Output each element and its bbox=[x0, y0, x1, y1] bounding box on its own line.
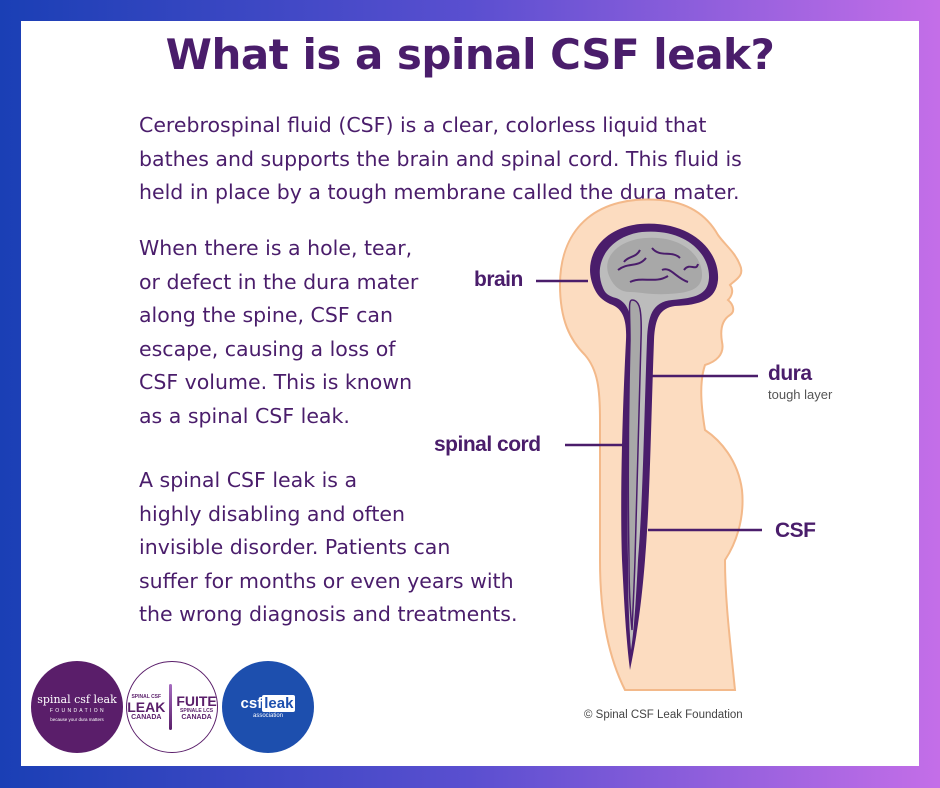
canada-logo-fr-small: SPINALE LCS bbox=[180, 707, 214, 714]
canada-logo-fr-big: FUITE bbox=[176, 692, 217, 709]
csf-label: CSF bbox=[775, 519, 816, 542]
spinal-csf-leak-foundation-logo: spinal csf leak F O U N D A T I O N beca… bbox=[31, 661, 123, 753]
definition-line: as a spinal CSF leak. bbox=[139, 403, 350, 428]
body-silhouette bbox=[558, 198, 744, 691]
canada-logo-en-small: SPINAL CSF bbox=[131, 693, 162, 700]
content-card bbox=[21, 21, 919, 766]
spinal-csf-leak-canada-logo: SPINAL CSF LEAK CANADA FUITE SPINALE LCS… bbox=[126, 661, 218, 753]
spine-divider-icon bbox=[169, 684, 173, 730]
spinal-cord bbox=[627, 299, 642, 631]
intro-line: Cerebrospinal fluid (CSF) is a clear, co… bbox=[139, 113, 707, 137]
definition-paragraph: When there is a hole, tear, or defect in… bbox=[139, 232, 439, 433]
definition-line: escape, causing a loss of bbox=[139, 336, 396, 361]
impact-line: A spinal CSF leak is a bbox=[139, 468, 358, 492]
dura-sublabel: tough layer bbox=[768, 387, 833, 402]
definition-line: or defect in the dura mater bbox=[139, 269, 419, 294]
definition-line: along the spine, CSF can bbox=[139, 303, 393, 327]
canada-logo-fr-country: CANADA bbox=[181, 713, 212, 721]
page-title: What is a spinal CSF leak? bbox=[165, 30, 775, 79]
association-logo-sub: association bbox=[252, 713, 284, 719]
association-logo-leak: leak bbox=[262, 695, 296, 712]
impact-line: invisible disorder. Patients can bbox=[139, 535, 451, 559]
impact-paragraph: A spinal CSF leak is a highly disabling … bbox=[139, 464, 539, 632]
canada-logo-en-big: LEAK bbox=[127, 698, 166, 715]
brain-shape bbox=[607, 237, 703, 295]
dura-membrane bbox=[590, 223, 719, 670]
foundation-logo-tagline: because your dura matters bbox=[50, 716, 104, 722]
definition-line: CSF volume. This is known bbox=[139, 370, 413, 394]
foundation-logo-sub: F O U N D A T I O N bbox=[49, 707, 105, 714]
copyright-credit: © Spinal CSF Leak Foundation bbox=[584, 709, 743, 721]
impact-line: the wrong diagnosis and treatments. bbox=[139, 602, 518, 626]
canada-logo-en-country: CANADA bbox=[131, 713, 162, 721]
impact-line: highly disabling and often bbox=[139, 501, 406, 526]
definition-line: When there is a hole, tear, bbox=[139, 236, 413, 260]
association-logo-csf: csf bbox=[240, 695, 263, 712]
brain-label: brain bbox=[474, 268, 523, 291]
brain-folds bbox=[617, 247, 699, 283]
intro-line: bathes and supports the brain and spinal… bbox=[139, 146, 742, 171]
dura-label: dura bbox=[768, 362, 812, 385]
foundation-logo-name: spinal csf leak bbox=[37, 692, 117, 706]
impact-line: suffer for months or even years with bbox=[139, 568, 514, 593]
intro-paragraph: Cerebrospinal fluid (CSF) is a clear, co… bbox=[139, 109, 779, 210]
spinal-cord-label: spinal cord bbox=[434, 433, 541, 456]
